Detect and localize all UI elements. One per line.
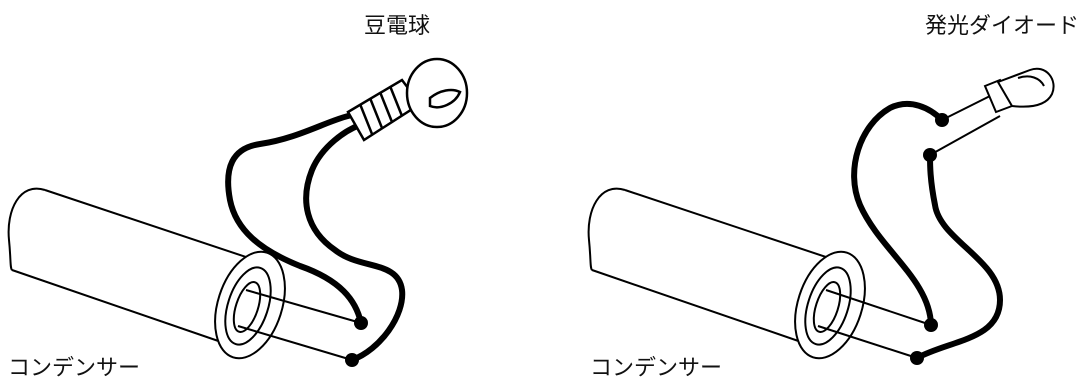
capacitor-label-left: コンデンサー: [8, 356, 141, 381]
bulb-icon: [346, 57, 469, 142]
led-label: 発光ダイオード: [925, 14, 1080, 39]
led-joints: [910, 113, 949, 365]
bulb-joints: [345, 316, 368, 367]
led-wires: [851, 100, 1004, 361]
capacitor-label-right: コンデンサー: [590, 356, 723, 381]
bulb-label: 豆電球: [364, 14, 431, 39]
capacitor-left: [7, 187, 362, 361]
led-icon: [929, 67, 1055, 156]
capacitor-right: [587, 187, 932, 360]
bulb-wires: [225, 112, 406, 363]
